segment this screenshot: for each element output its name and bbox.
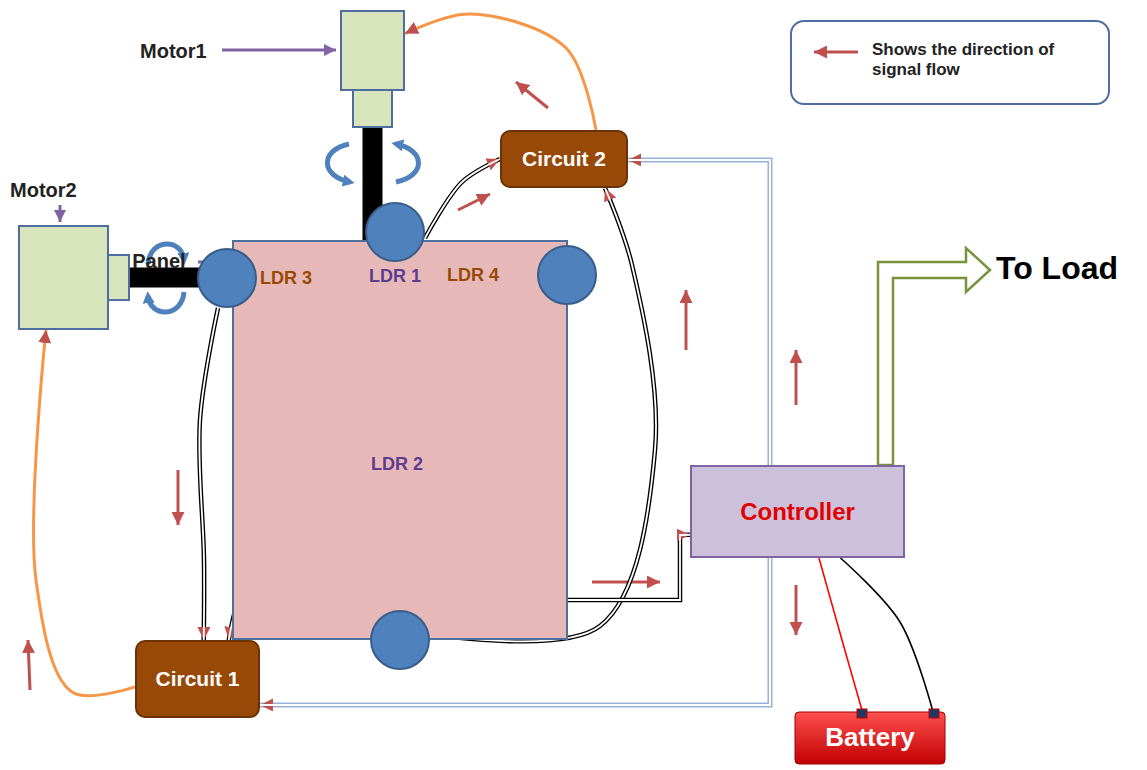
ldr-sensor: LDR 3 [197,248,257,308]
signal-wire [568,535,690,600]
circuit-box: Circuit 2 [500,130,628,188]
node-outline [197,248,257,308]
ldr-sensor: LDR 4 [537,245,597,305]
motor-wire [405,14,596,130]
leader-arrow [59,205,62,222]
signal-wire [425,159,500,238]
load-arrow [878,248,990,465]
legend-text: Shows the direction of signal flow [872,40,1097,79]
node-label: Battery [825,723,915,753]
node-label: Motor1 [140,40,207,63]
rotation-arrow [327,144,350,182]
motor-box: Motor1 [340,10,405,128]
sensor-label: LDR 1 [369,266,421,287]
rotation-arrow [396,144,419,182]
signal-arrow [592,581,660,584]
signal-arrow [177,470,180,525]
ldr-sensor: LDR 2 [370,610,430,670]
signal-wire [628,160,770,465]
node-outline [537,245,597,305]
leader-arrow [222,49,336,52]
battery-wire [841,558,934,712]
signal-arrow [795,585,798,635]
signal-arrow [28,640,30,690]
battery-wire [819,558,863,712]
controller-box: Controller [690,465,905,558]
sensor-label: LDR 4 [447,265,499,286]
load-label: To Load [996,250,1118,287]
circuit-box: Circuit 1 [135,640,260,718]
node-label: Circuit 2 [522,147,606,171]
wire-core [425,159,500,238]
pv-panel: LDR 1LDR 3LDR 4LDR 2PV Panel [232,240,568,640]
node-label: Circuit 1 [155,667,239,691]
signal-wire [199,308,218,640]
signal-arrow [516,82,548,108]
signal-arrow [458,194,490,210]
signal-arrows [28,82,796,690]
node-outline [365,202,425,262]
sensor-label: LDR 2 [371,454,423,475]
node-outline [18,225,130,330]
wire-core [568,535,690,600]
legend-box: Shows the direction of signal flow [790,20,1110,105]
wire-core [628,160,770,465]
node-outline [370,610,430,670]
node-label: Controller [740,498,855,526]
motor-box: Motor2 [18,225,130,330]
ldr-sensor: LDR 1 [365,202,425,262]
sensor-label: LDR 3 [260,268,312,289]
node-outline [340,10,405,128]
node-outline [232,240,568,640]
rotation-arrow [148,292,184,312]
battery-box: Battery [795,712,945,764]
wire-core [199,308,218,640]
signal-arrow [795,350,798,405]
signal-arrow [685,290,688,350]
node-label: Motor2 [10,179,77,202]
motor-wire [34,330,135,696]
